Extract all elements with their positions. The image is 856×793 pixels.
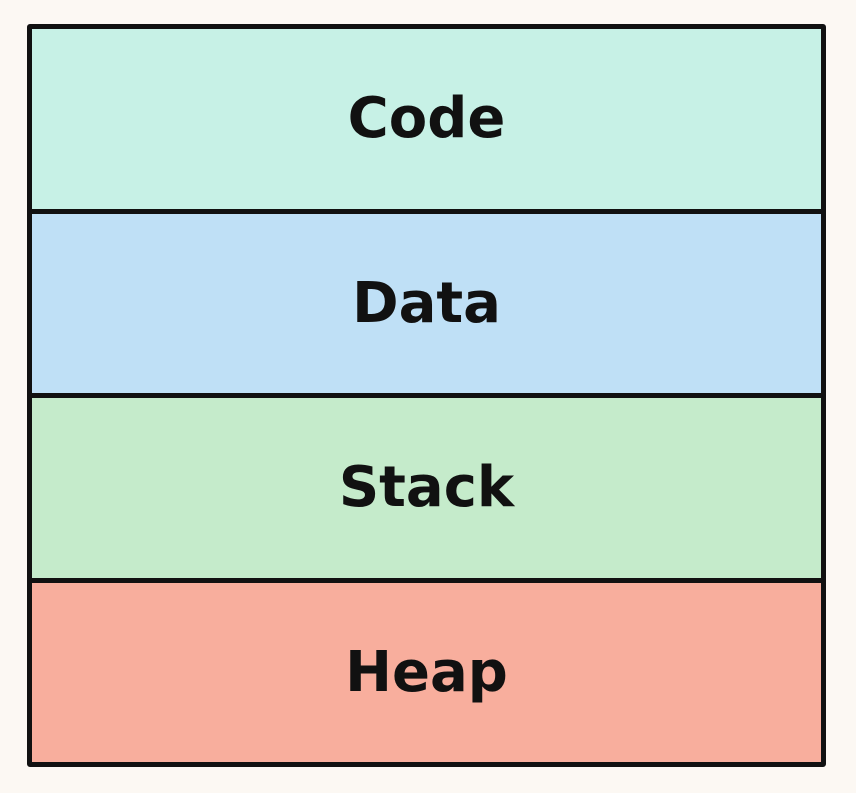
data-segment-label: Data — [352, 270, 501, 336]
stack-segment-label: Stack — [338, 455, 515, 521]
data-segment: Data — [32, 208, 821, 393]
memory-layout-diagram: Code Data Stack Heap — [27, 24, 826, 767]
heap-segment-label: Heap — [345, 639, 508, 705]
code-segment-label: Code — [347, 86, 506, 152]
heap-segment: Heap — [32, 577, 821, 762]
code-segment: Code — [32, 29, 821, 209]
stack-segment: Stack — [32, 393, 821, 578]
